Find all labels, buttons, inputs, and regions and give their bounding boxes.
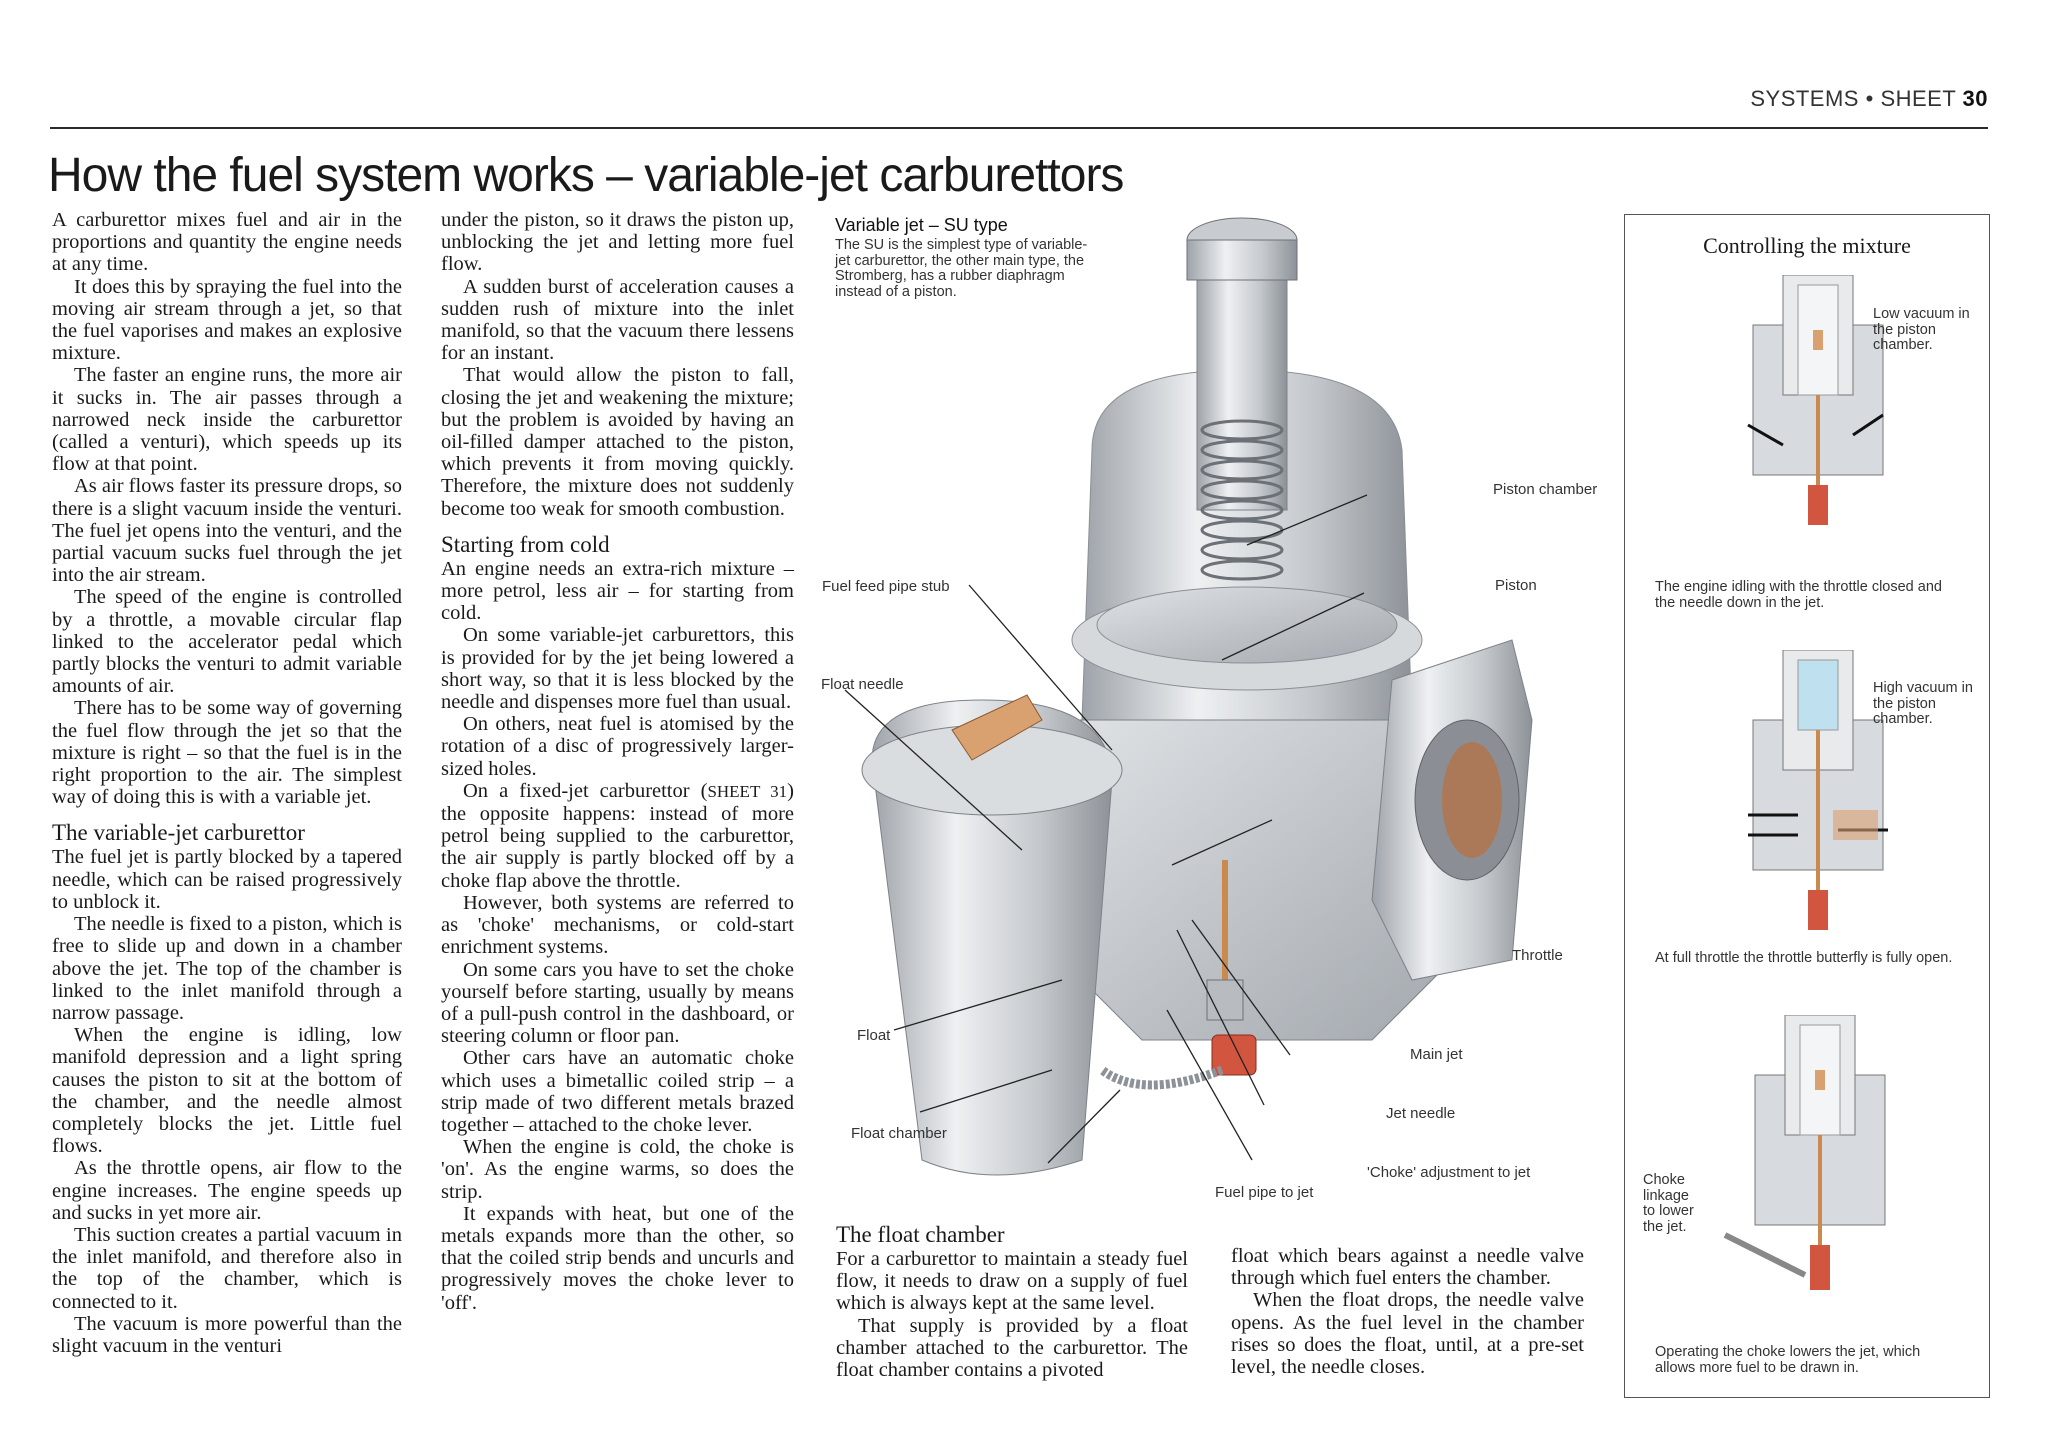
paragraph-part: On a fixed-jet carburettor ( [463,779,708,802]
label-throttle: Throttle [1512,947,1563,964]
label-float-needle: Float needle [821,676,904,693]
page-header: SYSTEMS • SHEET 30 [1750,86,1988,112]
caption-idle: The engine idling with the throttle clos… [1655,579,1942,611]
sheet-word: SHEET [1880,86,1956,111]
section-name: SYSTEMS [1750,86,1859,111]
paragraph: For a carburettor to maintain a steady f… [836,1248,1188,1315]
paragraph: The needle is fixed to a piston, which i… [52,913,402,1024]
note-choke-linkage: Choke linkage to lower the jet. [1643,1172,1694,1235]
paragraph: That supply is provided by a float chamb… [836,1314,1188,1382]
paragraph: On some cars you have to set the choke y… [441,958,794,1048]
label-jet-needle: Jet needle [1386,1105,1456,1122]
jet-needle [1222,860,1228,1010]
paragraph: float which bears against a needle valve… [1231,1245,1584,1290]
piston-spring [1200,419,1284,581]
float-chamber-bowl [871,699,1113,1176]
label-main-jet: Main jet [1410,1046,1463,1063]
note-high-vacuum: High vacuum in the piston chamber. [1873,680,1973,727]
label-fuel-pipe-to-jet: Fuel pipe to jet [1215,1184,1314,1201]
paragraph: On others, neat fuel is atomised by the … [441,713,794,780]
main-jet [1206,979,1244,1021]
paragraph: The speed of the engine is controlled by… [52,586,402,698]
text-column-1: A carburettor mixes fuel and air in the … [52,209,402,1357]
paragraph: This suction creates a partial vacuum in… [52,1223,402,1313]
float-chamber-column-2: float which bears against a needle valve… [1231,1245,1584,1378]
diagram-description: The SU is the simplest type of variable-… [835,237,1088,300]
sheet-number: 30 [1962,86,1988,111]
label-float-chamber: Float chamber [851,1125,947,1142]
paragraph: A carburettor mixes fuel and air in the … [52,209,402,276]
page-title: How the fuel system works – variable-jet… [48,149,1124,202]
paragraph: It expands with heat, but one of the met… [441,1202,794,1314]
paragraph: The faster an engine runs, the more air … [52,364,402,476]
panel-title: Controlling the mixture [1703,233,1911,258]
paragraph: When the engine is idling, low manifold … [52,1024,402,1158]
caption-full-throttle: At full throttle the throttle butterfly … [1655,950,1953,966]
paragraph: It does this by spraying the fuel into t… [52,275,402,365]
subheading: Starting from cold [441,531,610,557]
throttle-butterfly [1442,742,1502,858]
paragraph: under the piston, so it draws the piston… [441,209,794,276]
paragraph: The fuel jet is partly blocked by a tape… [52,846,402,913]
paragraph: There has to be some way of governing th… [52,697,402,809]
paragraph-part: ) the opposite happens: instead of more … [441,779,794,892]
text-column-2: under the piston, so it draws the piston… [441,209,794,1314]
header-separator: • [1865,86,1874,111]
paragraph: That would allow the piston to fall, clo… [441,364,794,520]
paragraph: On a fixed-jet carburettor (SHEET 31) th… [441,780,794,892]
sheet-reference: SHEET 31 [707,781,788,801]
note-low-vacuum: Low vacuum in the piston chamber. [1873,306,1970,353]
piston-ring [1096,586,1398,664]
carburettor-illustration [844,217,1533,1176]
choke-adjustment-nut [1211,1034,1257,1076]
idle-position-figure [1747,275,1884,525]
fuel-pipe [1099,1065,1224,1090]
header-rule [50,127,1988,129]
paragraph: As air flows faster its pressure drops, … [52,475,402,587]
damper-tube [1196,269,1288,511]
paragraph: An engine needs an extra-rich mixture – … [441,557,794,625]
subheading: The float chamber [836,1222,1005,1247]
paragraph: When the engine is cold, the choke is 'o… [441,1136,794,1203]
label-piston: Piston [1495,577,1537,594]
caption-choke: Operating the choke lowers the jet, whic… [1655,1344,1921,1376]
paragraph: On some variable-jet carburettors, this … [441,624,794,714]
label-piston-chamber: Piston chamber [1493,481,1598,498]
fuel-feed-stub [951,694,1043,761]
subheading: The variable-jet carburettor [52,820,305,846]
paragraph: However, both systems are referred to as… [441,891,794,959]
label-float: Float [857,1027,891,1044]
paragraph: As the throttle opens, air flow to the e… [52,1157,402,1224]
float-chamber-column-1: The float chamber For a carburettor to m… [836,1222,1188,1381]
diagram-title: Variable jet – SU type [835,215,1008,235]
full-throttle-figure [1748,650,1888,930]
damper-cap-body [1186,239,1298,281]
leader-lines [844,494,1368,1164]
paragraph: When the float drops, the needle valve o… [1231,1289,1584,1379]
paragraph: Other cars have an automatic choke which… [441,1047,794,1136]
controlling-mixture-panel: Controlling the mixture Low vacuum in th… [1624,214,1990,1398]
label-fuel-feed-pipe-stub: Fuel feed pipe stub [822,578,950,595]
choke-figure [1723,1015,1886,1290]
paragraph: The vacuum is more powerful than the sli… [52,1312,402,1357]
paragraph: A sudden burst of acceleration causes a … [441,275,794,365]
label-choke-adjustment: 'Choke' adjustment to jet [1367,1164,1531,1181]
